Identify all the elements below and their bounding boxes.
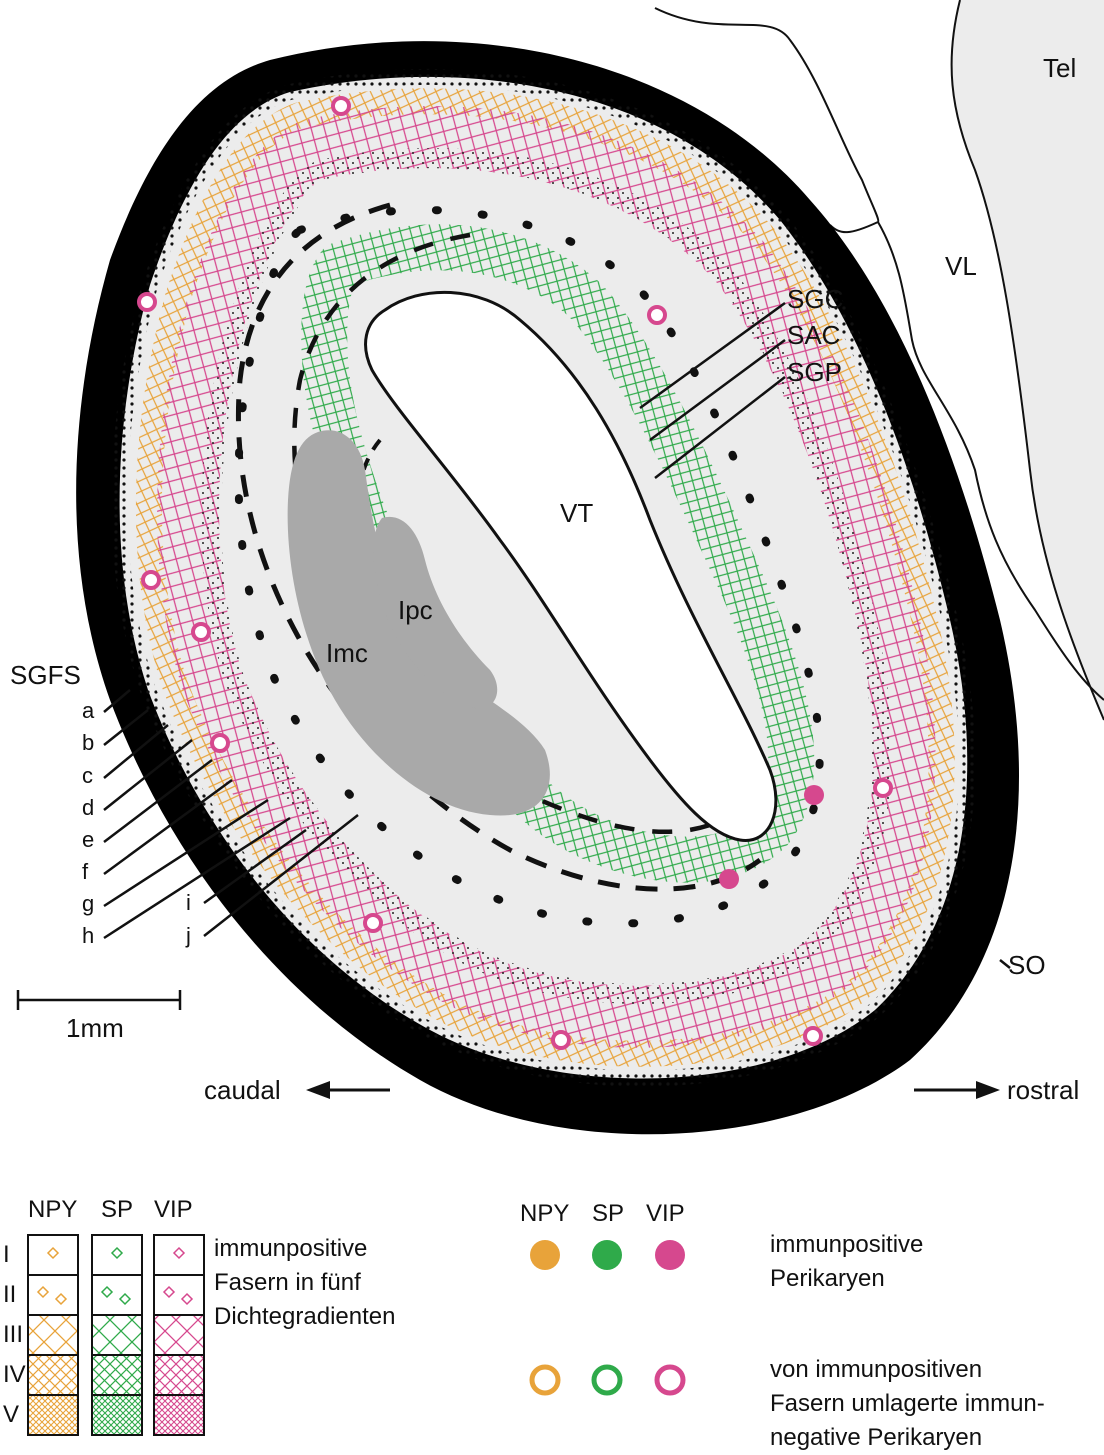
sgfs-sublayer-d: d [82, 797, 94, 819]
density-row-5: V [3, 1403, 19, 1427]
rostral-arrow [914, 1081, 1000, 1099]
filled-perikarya-legend [530, 1240, 685, 1270]
ring-perikarya-legend [532, 1367, 683, 1393]
density-row-2: II [3, 1283, 16, 1307]
caudal-label: caudal [204, 1077, 281, 1103]
density-row-3: III [3, 1323, 23, 1347]
sgfs-title: SGFS [10, 662, 81, 688]
vl-label: VL [945, 253, 977, 279]
sgfs-sublayer-h: h [82, 925, 94, 947]
so-label: SO [1008, 952, 1046, 978]
cell-legend-sp: SP [592, 1202, 624, 1226]
sac-label: SAC [787, 322, 840, 348]
sgfs-sublayer-f: f [82, 861, 88, 883]
fiber-legend-npy: NPY [28, 1198, 77, 1222]
rostral-label: rostral [1007, 1077, 1079, 1103]
density-row-4: IV [3, 1363, 26, 1387]
sgfs-sublayer-a: a [82, 700, 94, 722]
ipc-label: Ipc [398, 597, 433, 623]
density-row-1: I [3, 1243, 10, 1267]
fiber-legend-boxes [28, 1235, 204, 1435]
imc-label: Imc [326, 640, 368, 666]
tel-label: Tel [1043, 55, 1076, 81]
sgfs-sublayer-i: i [186, 892, 191, 914]
sgfs-sublayer-b: b [82, 732, 94, 754]
fiber-legend-vip: VIP [154, 1198, 193, 1222]
sgfs-sublayer-g: g [82, 893, 94, 915]
ring-perikarya-text: von immunpositiven Fasern umlagerte immu… [770, 1353, 1045, 1455]
scale-bar-label: 1mm [66, 1015, 124, 1041]
cell-legend-vip: VIP [646, 1202, 685, 1226]
fiber-legend-text: immunpositive Fasern in fünf Dichtegradi… [214, 1232, 395, 1334]
caudal-arrow [306, 1081, 390, 1099]
cell-legend-npy: NPY [520, 1202, 569, 1226]
sgfs-sublayer-j: j [186, 925, 191, 947]
vt-label: VT [560, 500, 593, 526]
filled-perikarya-text: immunpositive Perikaryen [770, 1228, 923, 1296]
sgp-label: SGP [787, 359, 842, 385]
sgfs-sublayer-c: c [82, 765, 93, 787]
sgc-label: SGC [787, 286, 843, 312]
scale-bar [18, 990, 180, 1010]
fiber-legend-sp: SP [101, 1198, 133, 1222]
sgfs-sublayer-e: e [82, 829, 94, 851]
